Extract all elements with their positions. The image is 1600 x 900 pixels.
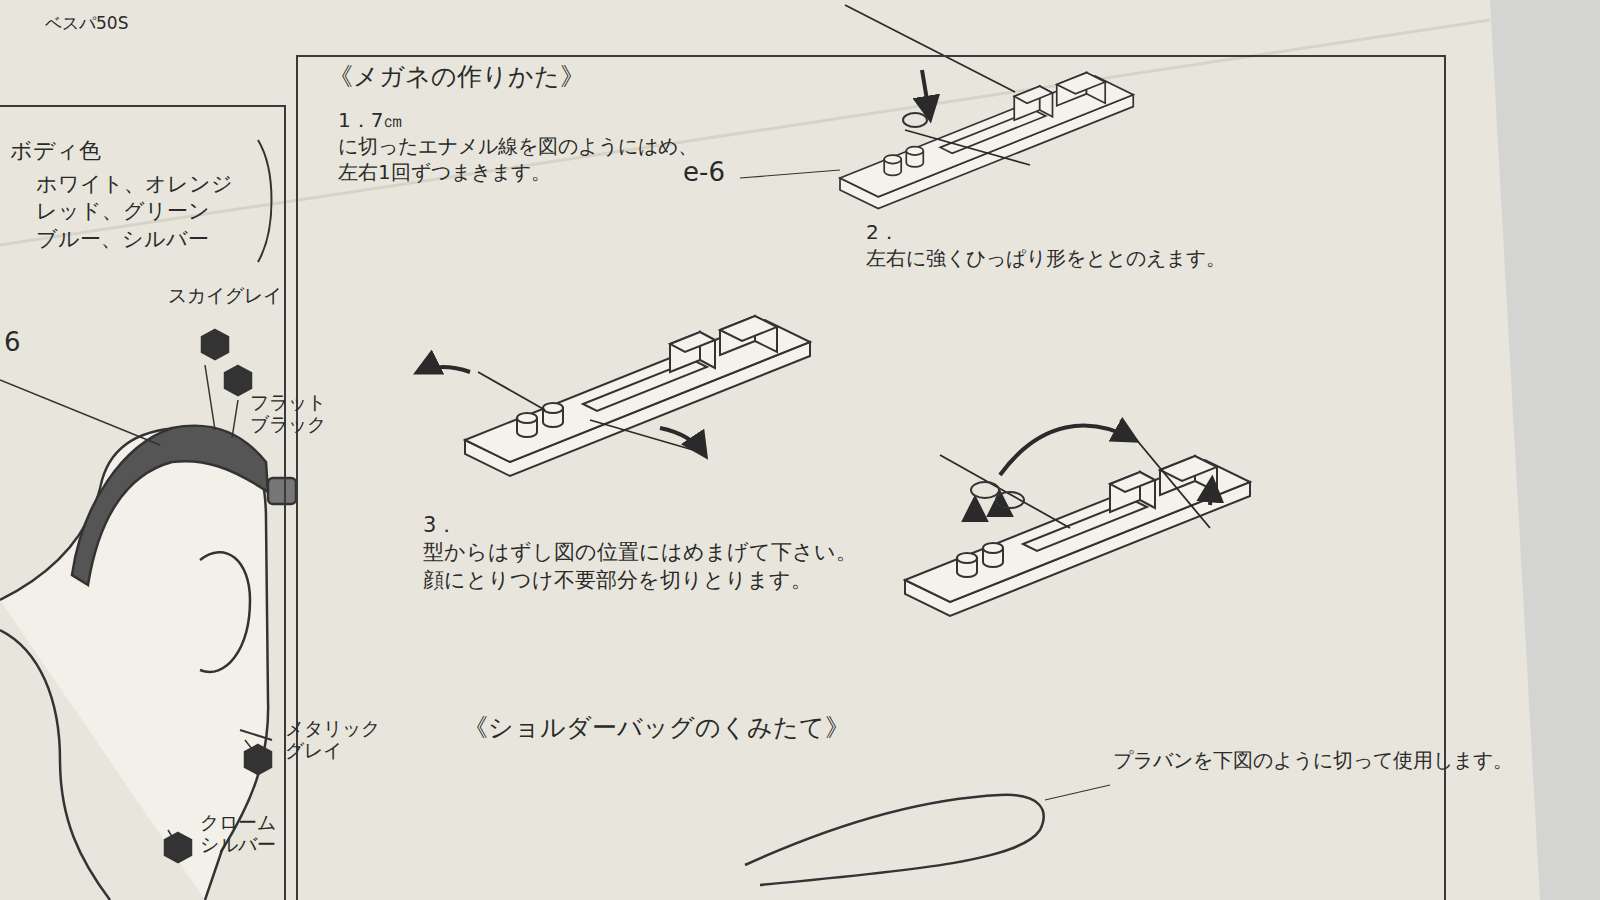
wire <box>922 70 930 118</box>
panel-text: 1．7㎝に切ったエナメル線を図のようにはめ、左右1回ずつまきます。 <box>338 107 668 185</box>
wire <box>478 372 545 410</box>
leader-line <box>740 170 840 178</box>
bracket <box>258 140 272 262</box>
paint-color-label: クローム シルバー <box>200 812 300 856</box>
wire <box>1210 480 1212 505</box>
wire <box>418 367 470 372</box>
instruction-panel: ボディ色ホワイト、オレンジ レッド、グリーン ブルー、シルバー <box>0 105 286 900</box>
paper <box>0 0 1540 900</box>
paint-color-label: メタリック グレイ <box>285 718 385 762</box>
panel-text: 2．左右に強くひっぱり形をととのえます。 <box>866 219 1126 271</box>
wire <box>1120 420 1210 528</box>
wire <box>660 428 705 455</box>
jig <box>465 316 810 476</box>
panel-text: 3．型からはずし図の位置にはめまげて下さい。顔にとりつけ不要部分を切りとります。 <box>423 512 803 594</box>
part-number: e-6 <box>683 158 725 188</box>
instruction-panel: 《メガネの作りかた》 1．7㎝に切ったエナメル線を図のようにはめ、左右1回ずつまき… <box>296 55 1446 900</box>
panel-text: 《ショルダーバッグのくみたて》 <box>463 712 883 745</box>
wire <box>973 500 977 520</box>
panel-heading: ボディ色 <box>10 137 210 166</box>
paint-color-label: スカイグレイ <box>168 285 282 307</box>
paint-color-label: フラット ブラック <box>250 392 340 436</box>
model-name: ベスパ50S <box>45 14 128 34</box>
wire <box>1000 426 1135 475</box>
strap-drawing <box>745 795 1044 885</box>
panel-text: プラバンを下図のように切って使用します。 <box>1113 747 1383 773</box>
wire <box>905 130 1030 165</box>
panel-text: ホワイト、オレンジ レッド、グリーン ブルー、シルバー <box>36 171 234 253</box>
jig <box>840 73 1133 209</box>
wire <box>845 5 1015 92</box>
paper-fold <box>0 20 1490 245</box>
jig-drawings <box>418 5 1250 616</box>
leader-line <box>1045 785 1110 800</box>
panel-heading: 《メガネの作りかた》 <box>328 61 658 94</box>
jig <box>905 456 1250 616</box>
callout-number: 6 <box>4 328 21 358</box>
